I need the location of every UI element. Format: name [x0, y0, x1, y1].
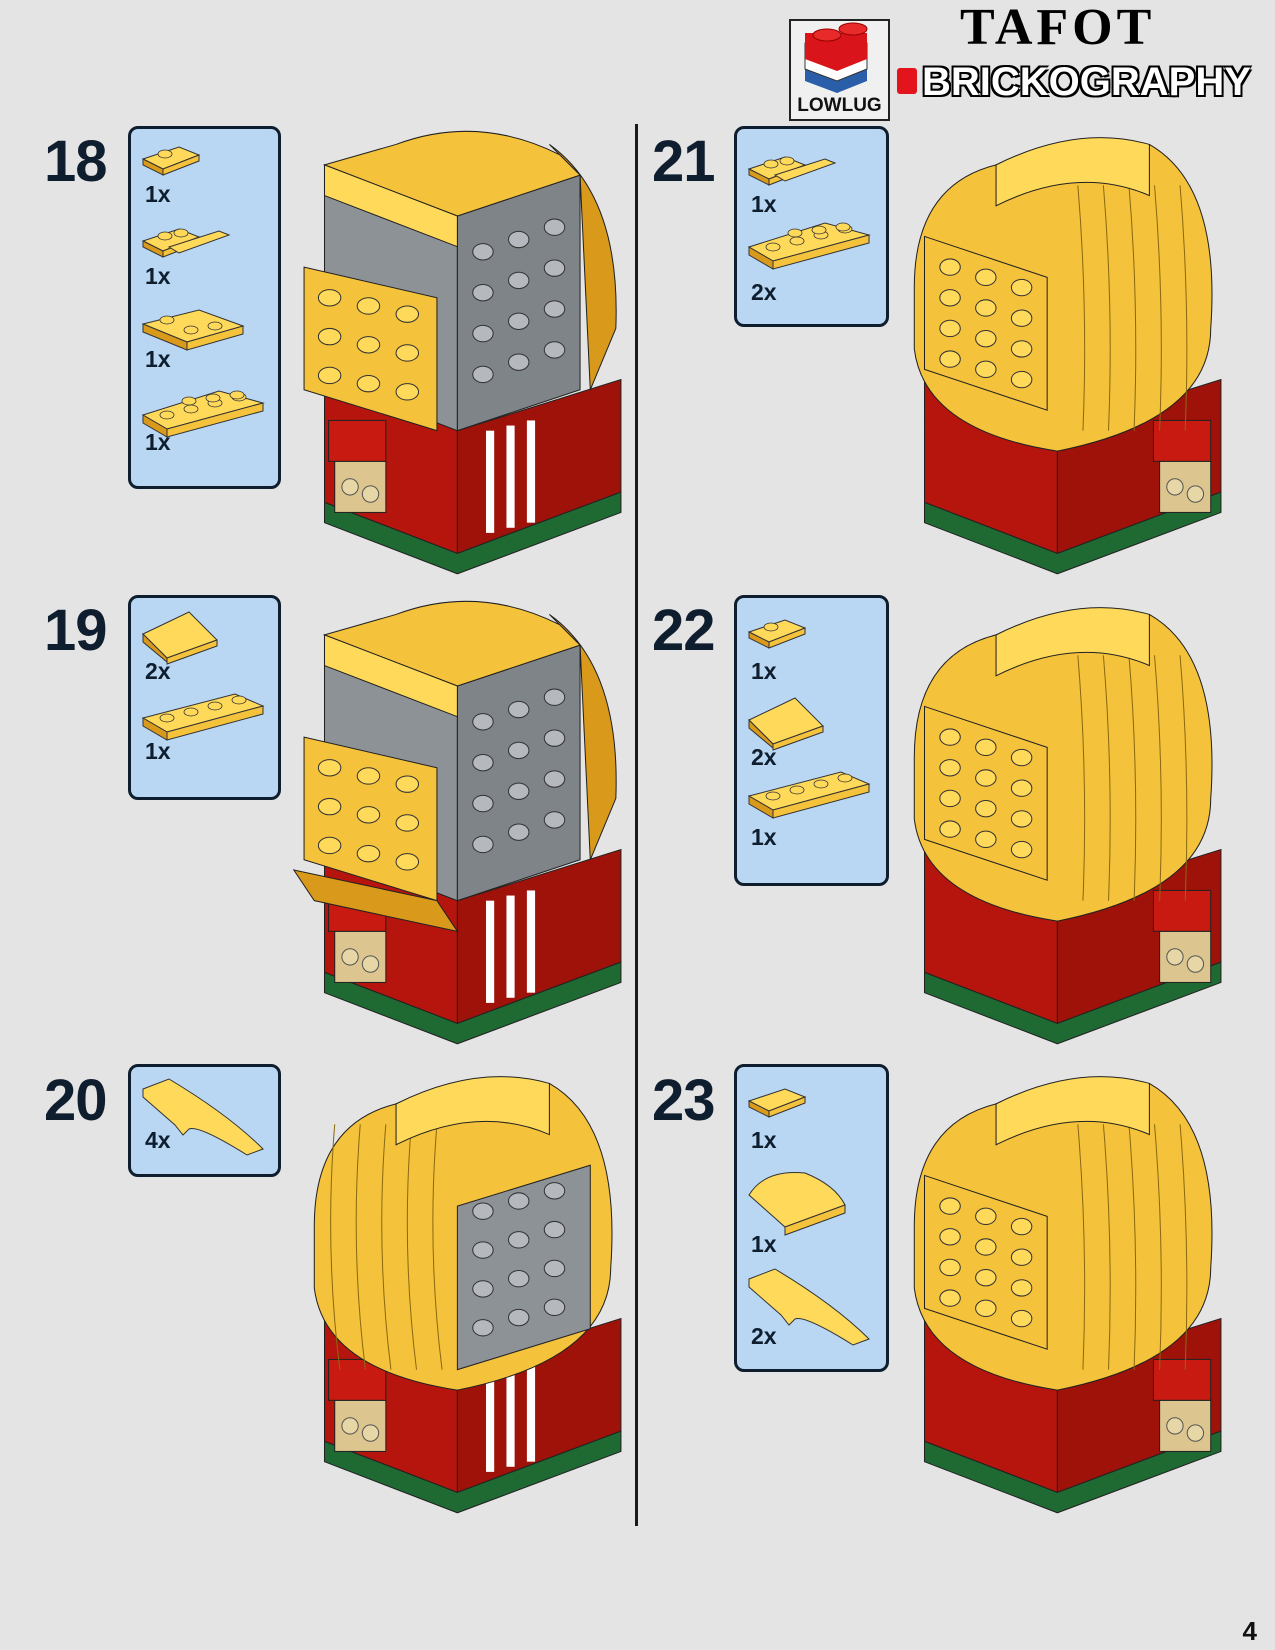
plate-2x2-corner-yellow-icon [141, 309, 245, 351]
plate-2x3-yellow-icon [747, 222, 871, 270]
step-number: 20 [44, 1068, 108, 1133]
plate-1x2-rail-yellow-icon [747, 156, 837, 186]
part-quantity: 1x [751, 658, 777, 684]
part-quantity: 2x [751, 279, 777, 305]
column-divider [635, 124, 638, 1526]
parts-list-box: 1x 2x [734, 126, 889, 327]
part-quantity: 2x [751, 1323, 777, 1349]
step-number: 23 [652, 1068, 716, 1133]
tafot-logo-text: TAFOT [960, 0, 1156, 56]
stripe [526, 1359, 536, 1462]
step-number: 22 [652, 598, 716, 663]
stripe [526, 890, 536, 993]
curved-slope-1x4-yellow-icon [748, 1268, 870, 1346]
lowlug-brick-icon [804, 22, 868, 93]
stripe [506, 895, 515, 998]
stripe [506, 425, 515, 528]
parts-list-box: 2x 1x [128, 595, 281, 800]
step-20-model-illustration [313, 1076, 622, 1514]
part-quantity: 4x [145, 1127, 171, 1153]
lowlug-logo: LOWLUG [789, 19, 890, 121]
part-quantity: 2x [751, 744, 777, 770]
part-quantity: 1x [145, 429, 171, 455]
part-quantity: 1x [145, 346, 171, 372]
step-number: 18 [44, 129, 108, 194]
parts-list-box: 1x 2x 1x [734, 595, 889, 886]
curved-slope-1x4-yellow-icon [142, 1078, 264, 1156]
slope-1x2-yellow-icon [748, 697, 824, 751]
part-quantity: 1x [751, 824, 777, 850]
plate-1x4-yellow-icon [141, 693, 265, 741]
parts-list-box: 1x 1x 2x [734, 1064, 889, 1372]
stripe [486, 1369, 495, 1472]
lowlug-text: LOWLUG [797, 95, 882, 116]
stripe [506, 1364, 515, 1467]
part-quantity: 1x [751, 1231, 777, 1257]
curved-slope-2x2-yellow-icon [748, 1171, 846, 1236]
plate-1x2-yellow-icon [747, 619, 807, 649]
stripe [526, 420, 536, 523]
part-quantity: 1x [145, 181, 171, 207]
step-23-model-illustration [913, 1076, 1222, 1514]
part-quantity: 1x [145, 738, 171, 764]
page-number: 4 [1242, 1616, 1257, 1646]
slope-1x2-yellow-icon [142, 611, 218, 665]
step-number: 21 [652, 129, 716, 194]
step-18-model-illustration [303, 130, 622, 575]
part-quantity: 1x [145, 263, 171, 289]
part-quantity: 1x [751, 191, 777, 217]
plate-1x2-rail-yellow-icon [141, 228, 231, 258]
parts-list-box: 4x [128, 1064, 281, 1177]
plate-2x3-yellow-icon [141, 390, 265, 438]
red-brick-icon [897, 68, 917, 94]
tile-1x2-yellow-icon [747, 1088, 807, 1118]
step-22-model-illustration [913, 607, 1222, 1045]
parts-list-box: 1x 1x 1x 1x [128, 126, 281, 489]
part-quantity: 1x [751, 1127, 777, 1153]
part-quantity: 2x [145, 658, 171, 684]
stripe [486, 430, 495, 533]
step-21-model-illustration [913, 137, 1222, 575]
stripe [486, 900, 495, 1003]
step-number: 19 [44, 598, 108, 663]
step-19-model-illustration [292, 600, 622, 1045]
brickography-logo-text: BRICKOGRAPHY [922, 60, 1251, 104]
plate-1x4-yellow-icon [747, 771, 871, 819]
plate-1x2-yellow-icon [141, 146, 201, 176]
